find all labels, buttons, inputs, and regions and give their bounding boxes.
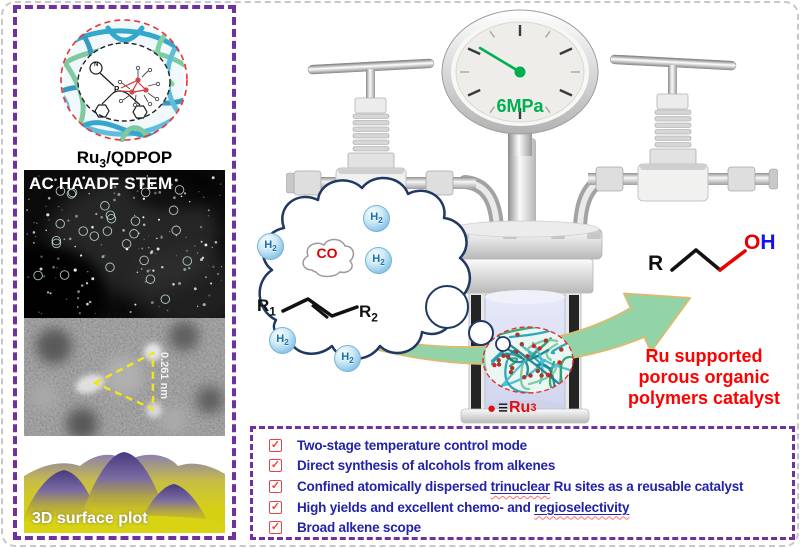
- metal-bonds: [120, 80, 146, 93]
- h2-bubble: H2: [334, 345, 361, 372]
- r2-label: R2: [359, 302, 378, 325]
- checklist-item: ✓ Two-stage temperature control mode: [269, 437, 527, 453]
- catalyst-caption: Ru supported porous organic polymers cat…: [627, 346, 781, 408]
- co-label: CO: [316, 245, 338, 261]
- gauge-needle-hub: [514, 66, 526, 78]
- ru-sites-dots: [492, 332, 564, 380]
- surface-plot-drawing: [24, 436, 225, 533]
- surface-plot-title: 3D surface plot: [32, 510, 148, 527]
- stem-zoom-drawing: [24, 318, 225, 436]
- checkbox-checked-icon: ✓: [269, 438, 282, 452]
- structure-inset: [77, 42, 171, 122]
- thought-bubble-large: [425, 285, 469, 329]
- alkene-structure: [281, 297, 359, 320]
- svg-text:P: P: [114, 85, 120, 94]
- thought-bubble-medium: [468, 320, 494, 346]
- stem-zoom-image: 0.261 nm: [24, 318, 225, 436]
- ru-dot-icon: ●: [487, 399, 497, 417]
- ball-red-dashed-outline: [482, 326, 574, 394]
- checklist-item: ✓ Broad alkene scope: [269, 520, 421, 536]
- reaction-arrow: [355, 292, 691, 366]
- surface-plot-image: 3D surface plot: [24, 436, 225, 533]
- product-oh-label: OH: [744, 231, 776, 254]
- h2-bubble: H2: [269, 327, 296, 354]
- alcohol-product-structure: [670, 248, 747, 272]
- stem-micrograph: [24, 170, 225, 318]
- pressure-gauge: 6MPa: [441, 9, 599, 156]
- catalyst-name-label: Ru3/QDPOP: [76, 148, 173, 171]
- red-dashed-outline: [60, 19, 188, 141]
- stem-image-title: AC HAADF STEM: [29, 174, 173, 193]
- highlights-checklist: ✓ Two-stage temperature control mode ✓ D…: [250, 426, 795, 540]
- polymer-catalyst-illustration: N P: [24, 12, 225, 148]
- checkbox-checked-icon: ✓: [269, 521, 282, 535]
- checkbox-checked-icon: ✓: [269, 459, 282, 473]
- r1-label: R1: [257, 296, 276, 319]
- right-needle-valve: [588, 54, 778, 202]
- equiv-icon: ≡: [498, 396, 508, 419]
- co-ligands: [117, 65, 161, 108]
- h2-bubble: H2: [365, 247, 392, 274]
- h2-bubble: H2: [363, 205, 390, 232]
- h2-bubble: H2: [257, 233, 284, 260]
- gauge-ticks: [460, 25, 580, 119]
- checkbox-checked-icon: ✓: [269, 500, 282, 514]
- left-characterization-panel: N P Ru3/QDPOP AC: [13, 5, 236, 540]
- gauge-reading: 6MPa: [496, 96, 544, 116]
- polymer-ball-drawing: N P: [60, 19, 188, 142]
- checkbox-checked-icon: ✓: [269, 479, 282, 493]
- svg-text:N: N: [94, 62, 98, 68]
- product-r-label: R: [648, 252, 664, 275]
- gauge-needle: [478, 46, 522, 74]
- ligand-sketch: [89, 61, 148, 119]
- co-cloud: [302, 238, 355, 278]
- haadf-stem-image: AC HAADF STEM: [24, 170, 225, 318]
- distance-measurement-label: 0.261 nm: [158, 352, 170, 400]
- reactant-cloud: [258, 176, 511, 360]
- checklist-item: ✓ Confined atomically dispersed trinucle…: [269, 478, 744, 494]
- thought-bubble-small: [495, 336, 511, 352]
- checklist-item: ✓ Direct synthesis of alcohols from alke…: [269, 458, 556, 474]
- checklist-item: ✓ High yields and excellent chemo- and r…: [269, 499, 630, 515]
